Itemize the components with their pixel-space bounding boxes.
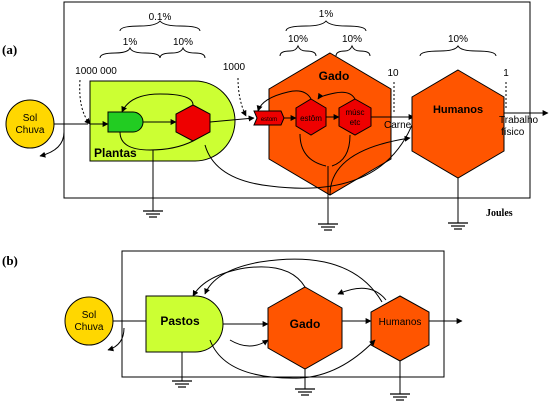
pct-total-plants: 0.1% [149,12,172,23]
pct-total-gado: 1% [319,9,334,20]
panel-b-label: (b) [2,253,18,268]
source-sun-rain-a [5,99,55,149]
pct-plants-1: 1% [123,37,138,48]
humanos-label-a: Humanos [433,104,483,116]
producer-pastos [145,295,224,353]
pastos-label: Pastos [160,314,200,328]
energy-gado: 1000 [223,62,246,73]
consumer-humanos-b [370,295,430,362]
panel-a-label: (a) [2,42,17,57]
gado-muscle-node [338,98,372,136]
energy-plants: 1000 000 [75,66,117,77]
pct-plants-2: 10% [173,37,193,48]
consumer-humanos [411,69,505,179]
efficiency-brackets-a: 0.1% 1% 10% 1% 10% 10% 10% [99,9,497,59]
energy-trabalho: 1 [503,68,509,79]
units-label: Joules [486,208,513,219]
pct-humanos: 10% [448,34,468,45]
carne-label: Carne [384,120,412,131]
musc-line2: etc [350,118,361,127]
source-b-line2: Chuva [75,322,104,333]
energy-carne: 10 [387,68,399,79]
heat-sink-humanos [447,222,469,230]
estom-label: estôm [300,114,322,123]
gado-label-b: Gado [290,317,321,331]
gado-label: Gado [319,69,350,83]
heat-sink-gado [317,223,339,231]
heat-sink-humanos-b [389,393,411,401]
heat-sink-gado-b [294,388,316,396]
pct-gado-2: 10% [342,34,362,45]
trabalho-line1: Trabalho [499,115,539,126]
plants-storage-node [107,111,144,133]
gado-intake-node [253,110,285,126]
source-a-line1: Sol [23,113,37,124]
panel-a: (a) 0.1% 1% 10% 1% 10% 10% 10% 1000 000 … [2,1,549,231]
producer-plants [89,80,236,162]
estom-small-label: estom [261,117,277,123]
gado-stomach-node [295,98,327,136]
plants-label: Plantas [94,146,137,160]
source-b-line1: Sol [82,310,96,321]
pct-gado-1: 10% [288,34,308,45]
system-boundary-b [121,250,445,378]
source-a-line2: Chuva [16,125,45,136]
source-sun-rain-b [64,296,114,346]
trabalho-line2: físico [501,127,525,138]
system-boundary-a [63,1,531,199]
panel-b: (b) Sol Chuva Pastos Gado Humanos [2,250,463,401]
musc-line1: músc [345,108,364,117]
humanos-label-b: Humanos [379,317,422,328]
heat-sink-plants [142,210,164,218]
heat-sink-pastos [171,380,193,388]
